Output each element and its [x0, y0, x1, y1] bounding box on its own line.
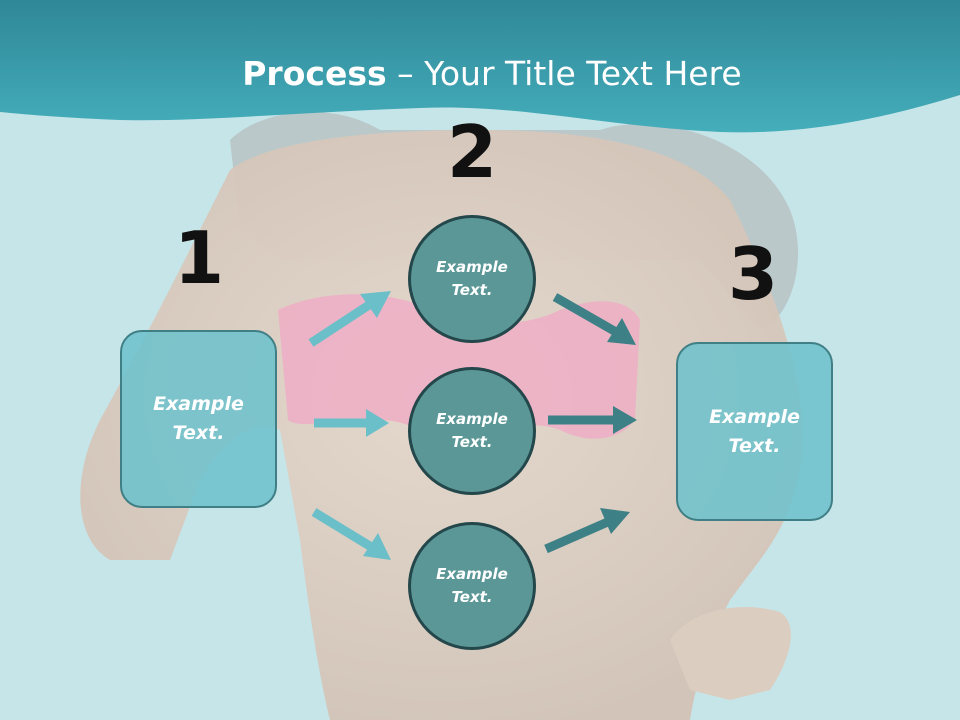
arrow-1-to-middle — [314, 409, 389, 437]
arrow-middle-to-3 — [548, 406, 637, 434]
arrow-bottom-to-3 — [546, 508, 630, 549]
arrow-1-to-bottom — [314, 512, 391, 560]
arrow-1-to-top — [311, 291, 391, 343]
arrow-top-to-3 — [555, 297, 636, 345]
